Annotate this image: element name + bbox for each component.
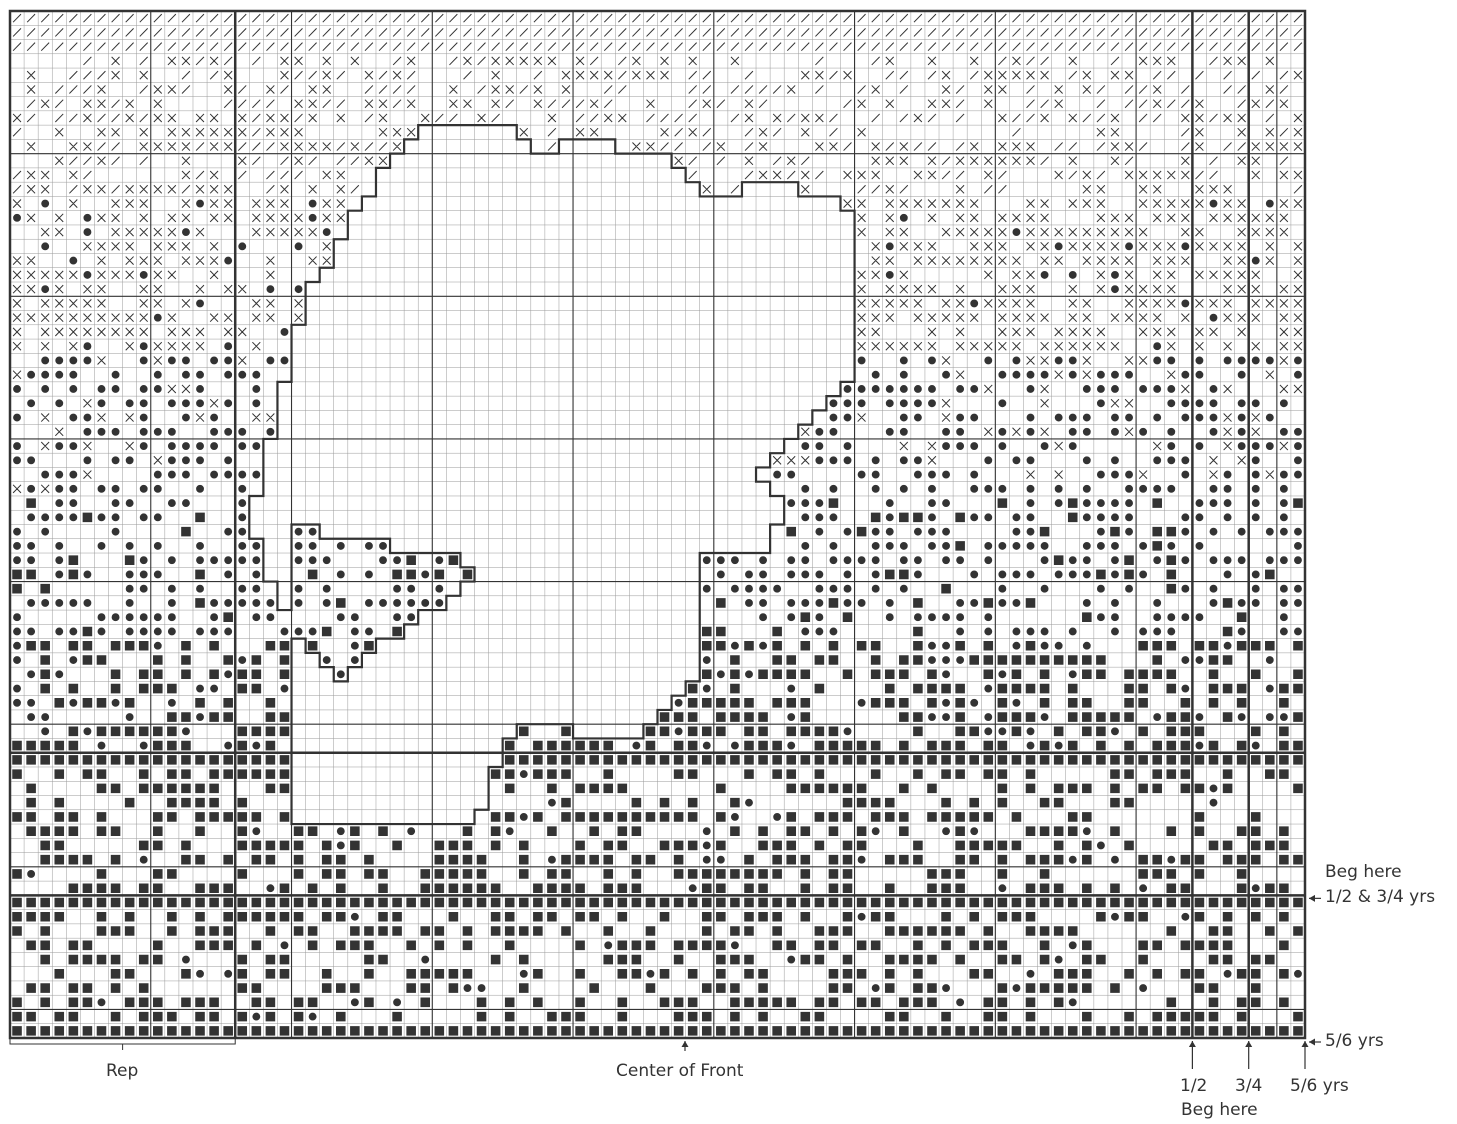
five-six-size-arrow-head — [1302, 1041, 1309, 1047]
half-size-arrow-head — [1189, 1041, 1196, 1047]
three-quarter-size-arrow-head — [1245, 1041, 1252, 1047]
size-label-three-quarter-bottom: 3/4 — [1235, 1076, 1262, 1096]
size-label-half-three-quarter: 1/2 & 3/4 yrs — [1325, 887, 1435, 907]
center-of-front-label: Center of Front — [616, 1061, 743, 1081]
beg-here-label-right: Beg here — [1325, 862, 1402, 882]
five-six-right-arrow-head — [1309, 1039, 1315, 1046]
size-label-five-six-bottom: 5/6 yrs — [1290, 1076, 1349, 1096]
size-label-half-bottom: 1/2 — [1180, 1076, 1207, 1096]
size-label-five-six-right: 5/6 yrs — [1325, 1031, 1384, 1051]
center-front-arrow-head — [682, 1041, 689, 1047]
rep-label: Rep — [106, 1061, 138, 1081]
beg-here-right-arrow-head — [1309, 895, 1315, 902]
beg-here-label-bottom: Beg here — [1181, 1100, 1258, 1120]
rep-bracket — [10, 1038, 235, 1050]
